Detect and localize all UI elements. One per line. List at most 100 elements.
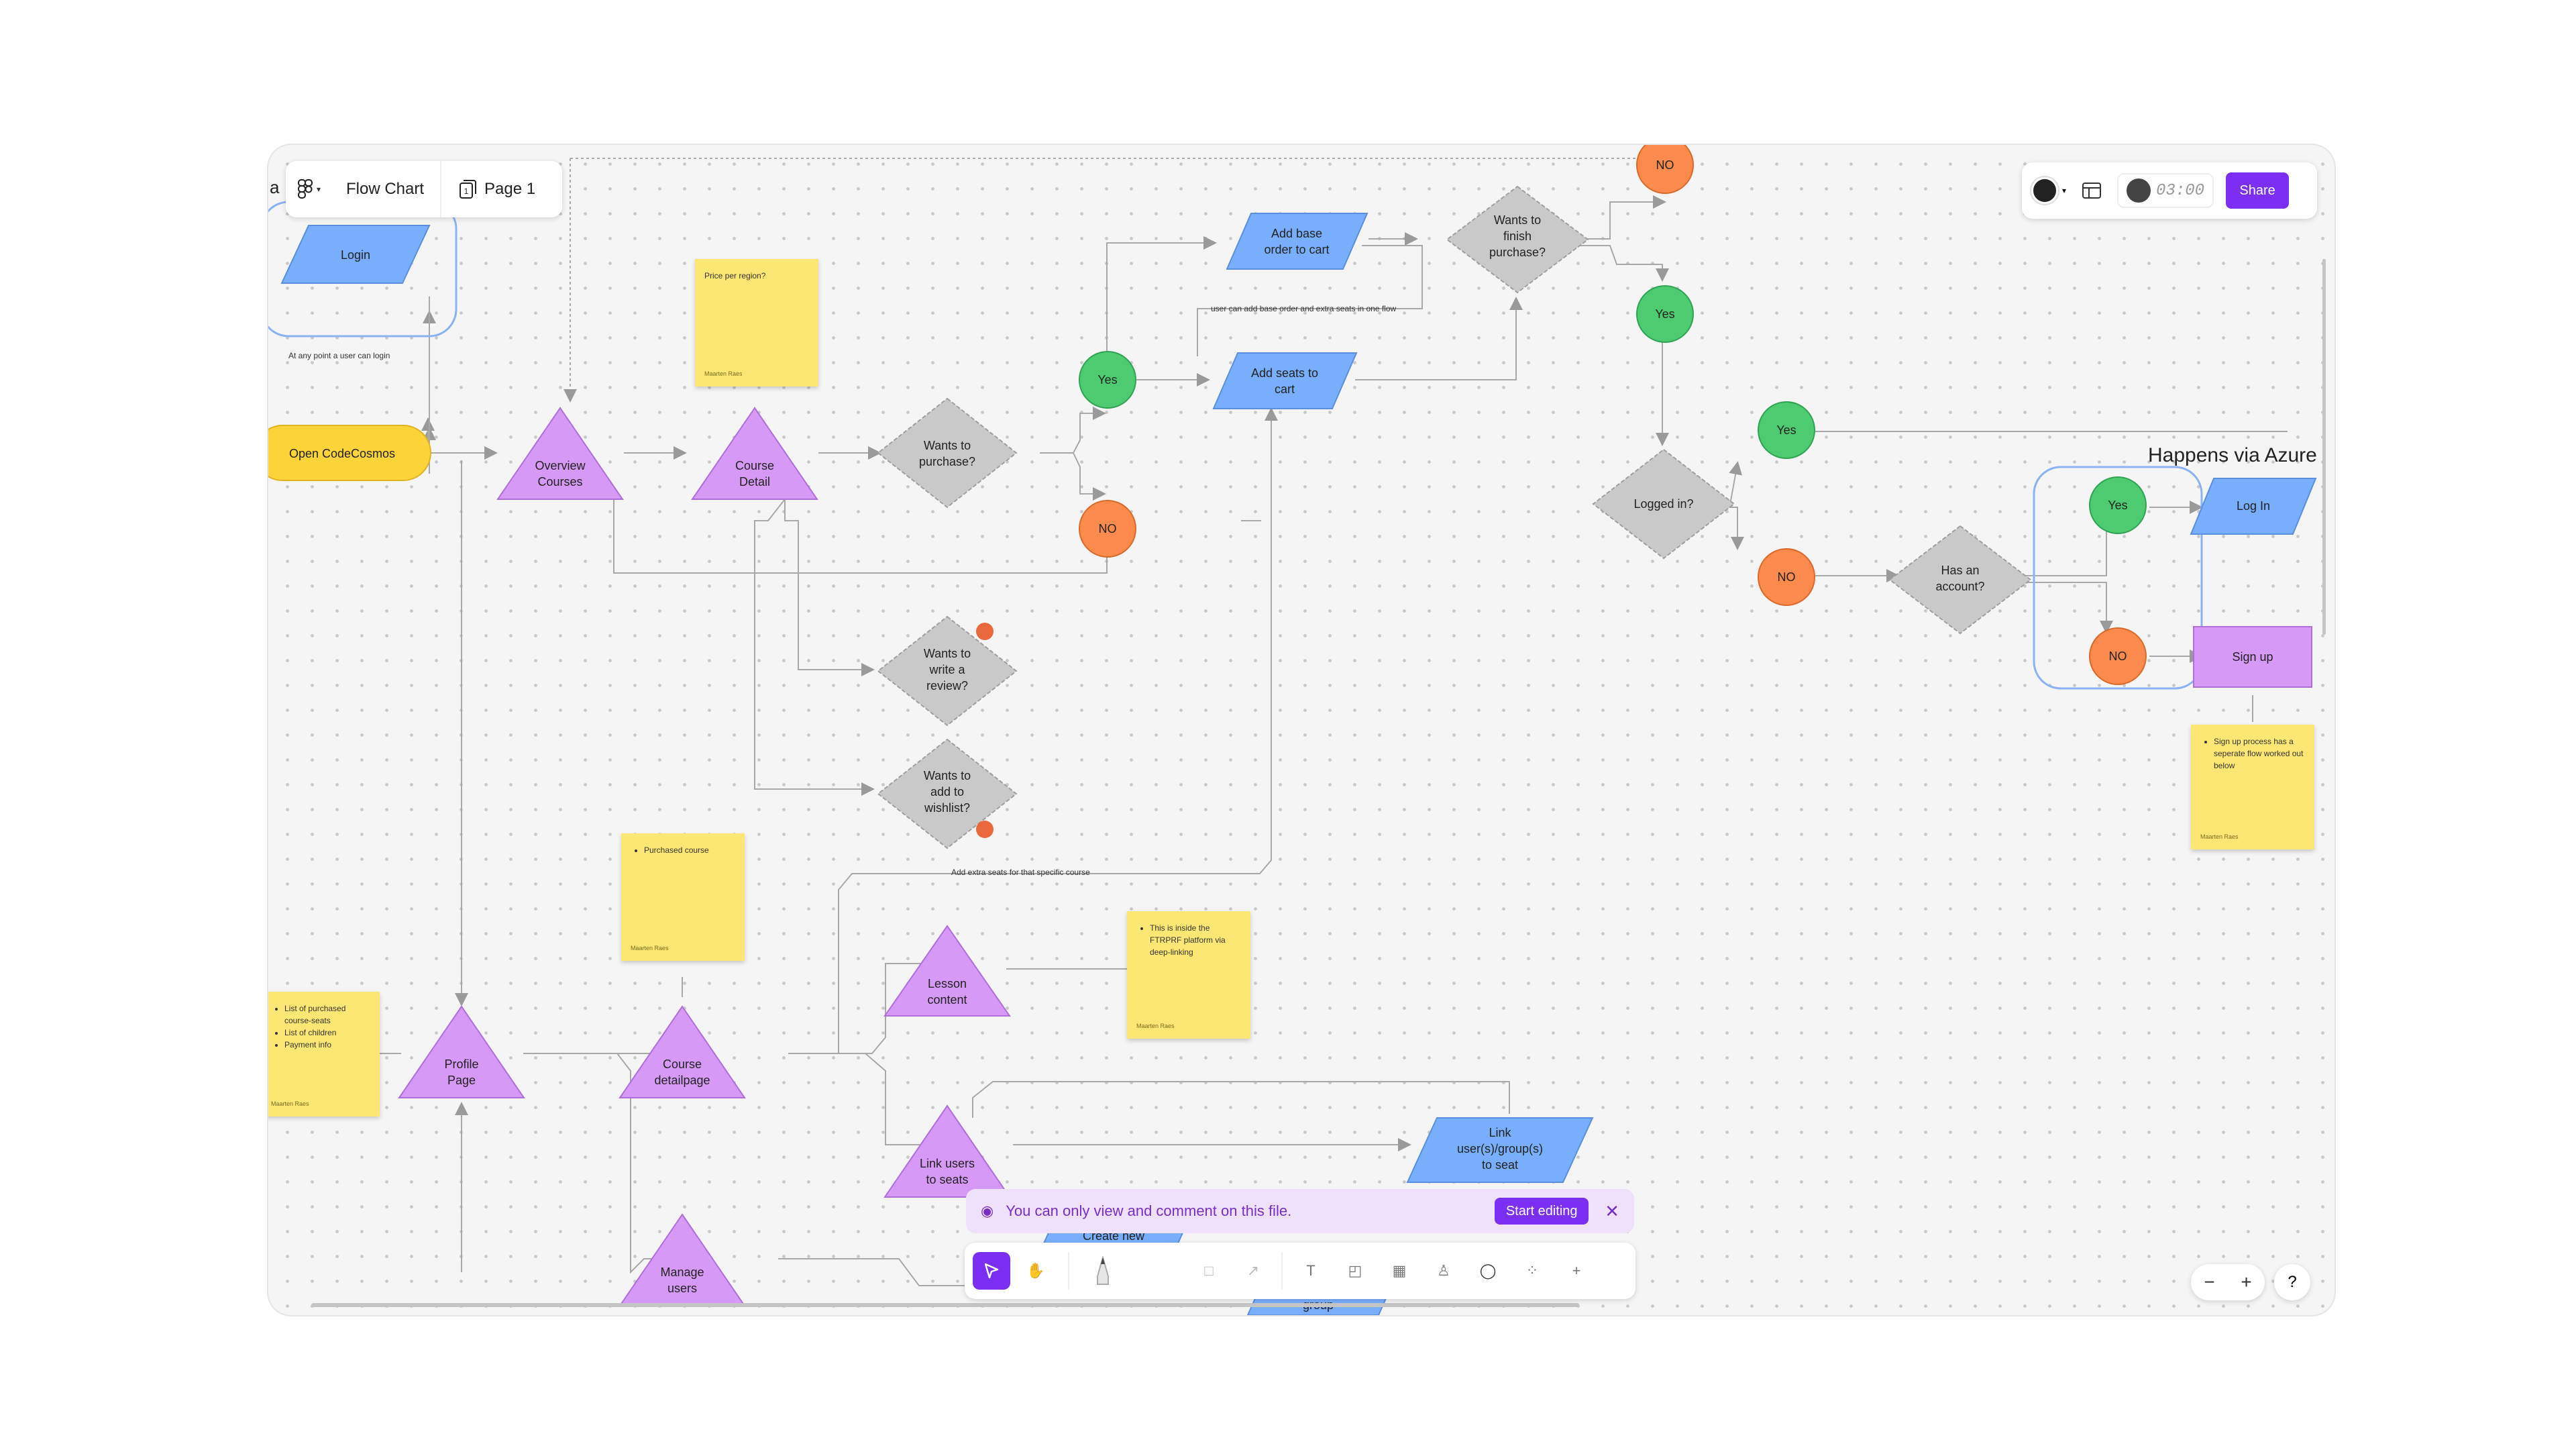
profile-page-node[interactable]: Profile Page xyxy=(398,1005,525,1098)
svg-text:Page: Page xyxy=(447,1074,476,1087)
base-extra-note: user can add base order and extra seats … xyxy=(1211,304,1397,313)
hand-tool-icon[interactable]: ✋ xyxy=(1026,1262,1045,1279)
svg-text:Wants to: Wants to xyxy=(924,439,971,452)
course-detailpage-node[interactable]: Course detailpage xyxy=(619,1005,746,1098)
layout-icon[interactable] xyxy=(2078,177,2105,204)
course-detail-node[interactable]: Course Detail xyxy=(691,407,818,500)
svg-text:Detail: Detail xyxy=(739,475,770,488)
chevron-down-icon: ▾ xyxy=(2062,186,2067,195)
no-node-top[interactable]: NO xyxy=(1636,145,1694,194)
svg-text:Overview: Overview xyxy=(535,459,586,472)
timer-widget[interactable]: 03:00 xyxy=(2117,173,2214,208)
add-base-order-node[interactable]: Add base order to cart xyxy=(1226,213,1368,270)
zoom-controls: − + xyxy=(2191,1264,2265,1300)
avatar-icon xyxy=(2031,177,2058,204)
svg-text:Wants to: Wants to xyxy=(924,647,971,660)
sticky-note-price[interactable]: Price per region? Maarten Raes xyxy=(695,259,818,386)
svg-text:Sign up: Sign up xyxy=(2232,650,2273,664)
login-label: Login xyxy=(341,248,370,262)
page-selector[interactable]: 1 Page 1 xyxy=(441,179,535,199)
svg-text:Wants to: Wants to xyxy=(1494,213,1541,227)
svg-text:Has an: Has an xyxy=(1941,564,1979,577)
help-button[interactable]: ? xyxy=(2274,1264,2310,1300)
lesson-content-node[interactable]: Lesson content xyxy=(883,925,1011,1017)
svg-text:cart: cart xyxy=(1275,382,1295,396)
more-tool-icon[interactable]: + xyxy=(1572,1262,1581,1279)
page-name: Page 1 xyxy=(484,180,536,198)
share-button[interactable]: Share xyxy=(2226,172,2290,209)
link-groups-node[interactable]: Link user(s)/group(s) to seat xyxy=(1406,1117,1594,1183)
log-in-node[interactable]: Log In xyxy=(2190,478,2317,535)
open-app-node[interactable]: Open CodeCosmos xyxy=(268,425,431,481)
wants-finish-node[interactable]: Wants to finish purchase? xyxy=(1446,185,1589,294)
horizontal-scrollbar[interactable] xyxy=(311,1303,1579,1307)
sign-up-node[interactable]: Sign up xyxy=(2193,626,2312,688)
left-edge-letter: a xyxy=(270,177,280,197)
vertical-scrollbar[interactable] xyxy=(2322,259,2326,635)
yes-node-1[interactable]: Yes xyxy=(1079,351,1136,409)
svg-text:detailpage: detailpage xyxy=(654,1074,710,1087)
svg-text:Profile: Profile xyxy=(444,1057,478,1071)
azure-heading: Happens via Azure xyxy=(2148,444,2317,466)
svg-text:purchase?: purchase? xyxy=(919,455,975,468)
shape-tool-icon[interactable]: □ xyxy=(1204,1262,1214,1279)
close-icon[interactable]: ✕ xyxy=(1605,1200,1619,1221)
has-account-node[interactable]: Has an account? xyxy=(1888,525,2032,635)
sticky-note-purchased[interactable]: Purchased course Maarten Raes xyxy=(621,833,745,961)
zoom-out-button[interactable]: − xyxy=(2204,1272,2215,1292)
extra-seats-note: Add extra seats for that specific course xyxy=(951,868,1090,877)
text-tool-icon[interactable]: T xyxy=(1306,1262,1316,1279)
move-tool-icon[interactable] xyxy=(973,1252,1010,1290)
sticky-note-list-purchased[interactable]: List of purchased course-seats List of c… xyxy=(268,992,380,1117)
start-editing-button[interactable]: Start editing xyxy=(1495,1198,1589,1225)
add-seats-node[interactable]: Add seats to cart xyxy=(1212,352,1358,409)
logged-in-node[interactable]: Logged in? xyxy=(1592,448,1735,560)
comment-pin-icon[interactable] xyxy=(976,623,994,640)
yes-node-3[interactable]: Yes xyxy=(1758,401,1815,459)
view-only-banner: ◉ You can only view and comment on this … xyxy=(966,1189,1634,1233)
flowchart-canvas: Login At any point a user can login Open… xyxy=(268,145,2326,1315)
yes-node-2[interactable]: Yes xyxy=(1636,285,1694,343)
wants-review-node[interactable]: Wants to write a review? xyxy=(877,615,1018,727)
manage-users-node[interactable]: Manage users xyxy=(619,1213,746,1306)
no-node-2[interactable]: NO xyxy=(1758,548,1815,606)
wants-purchase-node[interactable]: Wants to purchase? xyxy=(877,397,1018,509)
login-node[interactable]: Login xyxy=(280,225,431,284)
sticky-note-signup[interactable]: Sign up process has a seperate flow work… xyxy=(2191,725,2314,849)
comment-pin-icon[interactable] xyxy=(976,821,994,838)
wants-wishlist-node[interactable]: Wants to add to wishlist? xyxy=(877,738,1018,849)
yes-node-4[interactable]: Yes xyxy=(2089,476,2147,534)
stamp-tool-icon[interactable]: ♙ xyxy=(1437,1262,1450,1279)
file-name[interactable]: Flow Chart xyxy=(333,161,442,217)
svg-text:Courses: Courses xyxy=(537,475,582,488)
figma-menu-icon[interactable]: ▾ xyxy=(286,161,333,217)
widgets-tool-icon[interactable]: ⁘ xyxy=(1525,1262,1539,1279)
pen-tool-icon[interactable] xyxy=(1083,1251,1123,1291)
file-toolbar: ▾ Flow Chart 1 Page 1 xyxy=(286,161,562,217)
overview-courses-node[interactable]: Overview Courses xyxy=(496,407,624,500)
svg-text:users: users xyxy=(667,1282,697,1295)
link-users-node[interactable]: Link users to seats xyxy=(883,1104,1011,1198)
svg-text:to seat: to seat xyxy=(1482,1158,1518,1172)
svg-text:Add seats to: Add seats to xyxy=(1251,366,1318,380)
canvas-frame[interactable]: Login At any point a user can login Open… xyxy=(268,145,2334,1315)
svg-text:add to: add to xyxy=(930,785,964,798)
svg-text:purchase?: purchase? xyxy=(1489,246,1546,259)
comment-tool-icon[interactable]: ◯ xyxy=(1479,1262,1497,1279)
svg-text:Link: Link xyxy=(1489,1126,1511,1139)
section-tool-icon[interactable]: ◰ xyxy=(1348,1262,1362,1279)
azure-section xyxy=(2033,466,2203,690)
svg-text:Course: Course xyxy=(735,459,774,472)
sticky-note-inside-platform[interactable]: This is inside the FTRPRF platform via d… xyxy=(1127,911,1250,1039)
svg-text:NO: NO xyxy=(1656,158,1674,172)
svg-text:Lesson: Lesson xyxy=(928,977,967,990)
table-tool-icon[interactable]: ▦ xyxy=(1392,1262,1407,1279)
user-menu[interactable]: ▾ xyxy=(2031,177,2066,204)
no-node-1[interactable]: NO xyxy=(1079,500,1136,558)
svg-text:Yes: Yes xyxy=(1655,307,1674,321)
zoom-in-button[interactable]: + xyxy=(2241,1272,2252,1292)
connector-tool-icon[interactable]: ↗ xyxy=(1246,1262,1260,1279)
svg-text:Add base: Add base xyxy=(1271,227,1322,240)
no-node-3[interactable]: NO xyxy=(2089,627,2147,685)
chevron-down-icon: ▾ xyxy=(316,185,321,194)
